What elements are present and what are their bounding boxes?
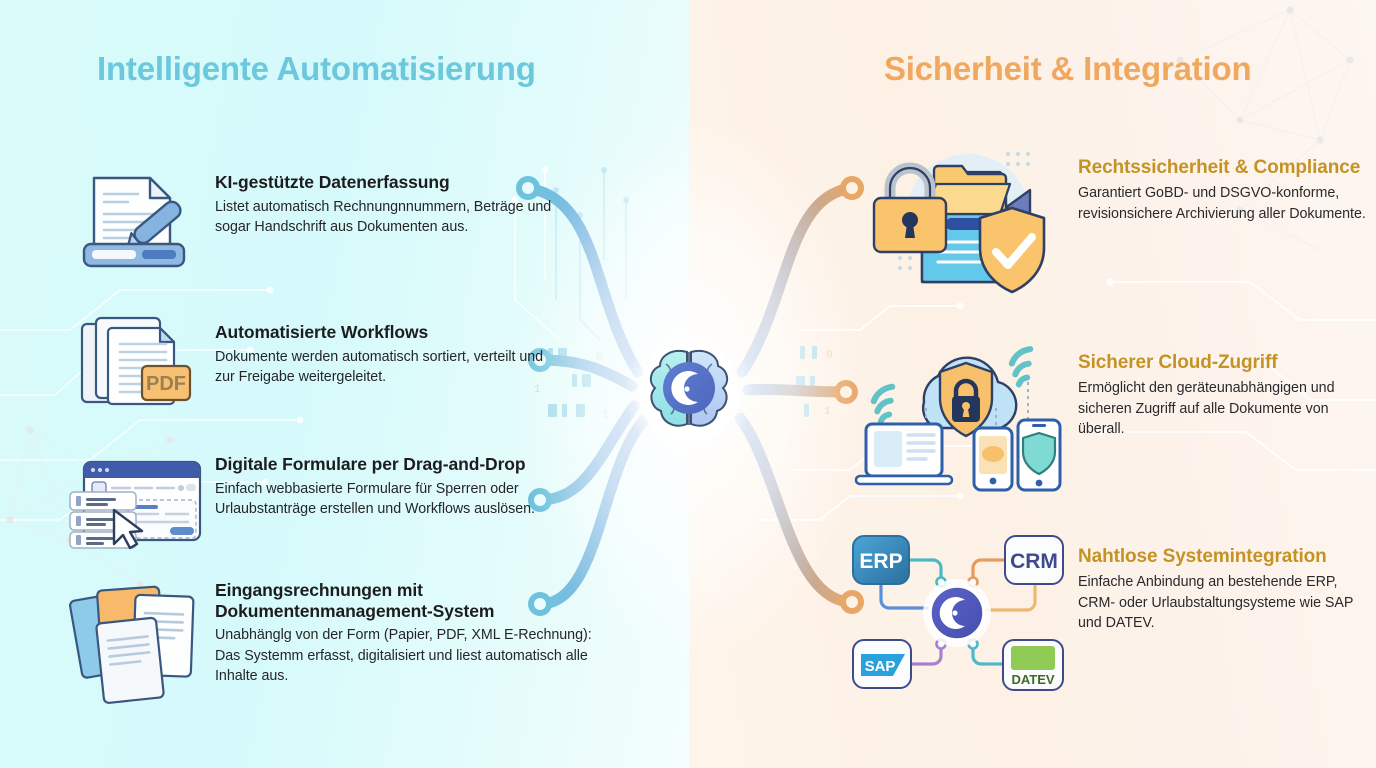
document-stack-pdf-icon: PDF (70, 312, 198, 416)
cloud-secure-devices-icon (852, 336, 1062, 492)
feature-body: Einfach webbasierte Formulare für Sperre… (215, 480, 535, 518)
tile-label-datev: DATEV (1011, 672, 1054, 687)
ai-brain-hub-icon[interactable] (622, 326, 756, 460)
system-integration-hub-icon: ERP CRM SAP DATEV (845, 530, 1070, 695)
right-panel-title: Sicherheit & Integration (884, 50, 1252, 87)
feature-heading: Rechtssicherheit & Compliance (1078, 157, 1361, 178)
feature-heading: KI-gestützte Datenerfassung (215, 172, 450, 192)
document-pen-scanner-icon (70, 160, 198, 272)
feature-heading: Sicherer Cloud-Zugriff (1078, 352, 1278, 373)
feature-text-block: Sicherer Cloud-Zugriff Ermöglicht den ge… (1078, 352, 1364, 440)
feature-text-block: KI-gestützte Datenerfassung Listet autom… (215, 172, 555, 238)
feature-body: Ermöglicht den geräteunabhängigen und si… (1078, 380, 1335, 438)
fanned-documents-icon (62, 576, 212, 704)
feature-heading: Eingangsrechnungen mit Dokumentenmanagem… (215, 580, 495, 621)
form-builder-drag-drop-icon (62, 448, 208, 552)
feature-body: Listet automatisch Rechnungnnummern, Bet… (215, 198, 552, 236)
cursor-arrow-icon (112, 508, 144, 550)
feature-body: Unabhänglg von der Form (Papier, PDF, XM… (215, 627, 592, 685)
feature-body: Dokumente werden automatisch sortiert, v… (215, 348, 544, 386)
feature-text-block: Eingangsrechnungen mit Dokumentenmanagem… (215, 580, 615, 687)
feature-text-block: Automatisierte Workflows Dokumente werde… (215, 322, 560, 388)
tile-label-sap: SAP (865, 658, 896, 675)
feature-heading: Digitale Formulare per Drag-and-Drop (215, 454, 526, 474)
feature-heading: Nahtlose Systemintegration (1078, 546, 1327, 567)
feature-body: Garantiert GoBD- und DSGVO-konforme, rev… (1078, 185, 1366, 222)
left-panel-title: Intelligente Automatisierung (97, 50, 536, 87)
feature-text-block: Digitale Formulare per Drag-and-Drop Ein… (215, 454, 585, 520)
tile-label-erp: ERP (859, 550, 902, 573)
lock-folder-shield-icon (860, 140, 1060, 305)
tile-label-crm: CRM (1010, 550, 1058, 573)
feature-heading: Automatisierte Workflows (215, 322, 429, 342)
feature-text-block: Rechtssicherheit & Compliance Garantiert… (1078, 157, 1368, 224)
feature-text-block: Nahtlose Systemintegration Einfache Anbi… (1078, 546, 1358, 634)
feature-body: Einfache Anbindung an bestehende ERP, CR… (1078, 574, 1354, 632)
pdf-badge-label: PDF (146, 373, 186, 395)
